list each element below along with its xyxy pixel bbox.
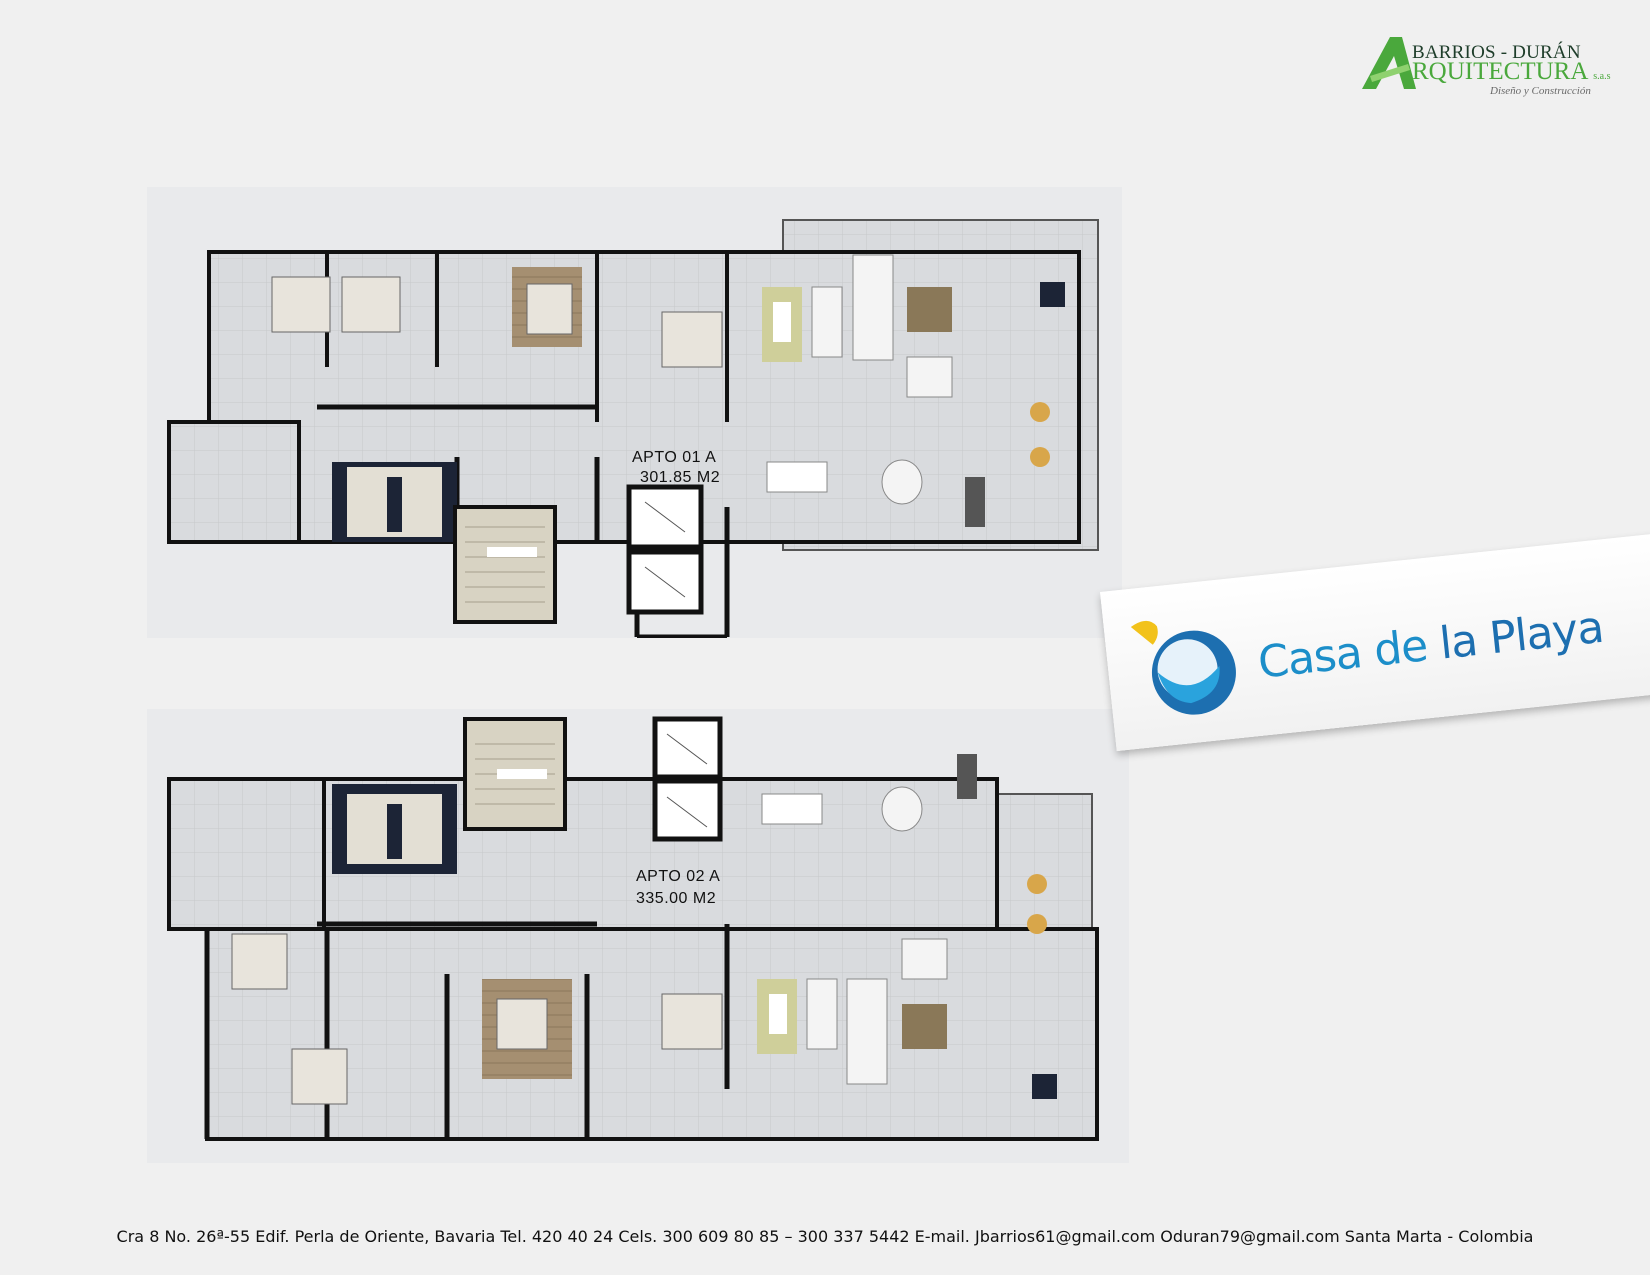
floor-plan-apto-01 bbox=[147, 187, 1122, 638]
unit-label-apto-01: APTO 01 A 301.85 M2 bbox=[632, 448, 720, 488]
unit-name: APTO 02 A bbox=[636, 868, 721, 885]
contact-footer: Cra 8 No. 26ª-55 Edif. Perla de Oriente,… bbox=[116, 1227, 1534, 1246]
floor-plan-drawing-1 bbox=[167, 219, 1099, 638]
brand-part-playa: la Playa bbox=[1437, 601, 1606, 670]
drop-circle-icon bbox=[1130, 620, 1236, 715]
logo-a-icon bbox=[1362, 37, 1416, 89]
company-suffix: s.a.s bbox=[1593, 71, 1611, 82]
company-name-line2: RQUITECTURA s.a.s bbox=[1412, 58, 1610, 86]
company-tagline: Diseño y Construcción bbox=[1490, 85, 1591, 97]
project-brand: Casa de la Playa bbox=[1256, 602, 1606, 689]
project-banner: Casa de la Playa bbox=[1100, 533, 1650, 752]
company-logo: BARRIOS - DURÁN RQUITECTURA s.a.s Diseño… bbox=[1360, 34, 1620, 104]
floor-plan-drawing-2 bbox=[167, 716, 1099, 1141]
unit-label-apto-02: APTO 02 A 335.00 M2 bbox=[636, 866, 720, 910]
floor-plan-apto-02 bbox=[147, 709, 1129, 1163]
unit-name: APTO 01 A bbox=[632, 449, 717, 466]
company-name-main: RQUITECTURA bbox=[1412, 58, 1587, 85]
unit-area: 335.00 M2 bbox=[636, 890, 717, 907]
brand-part-casa: Casa de bbox=[1255, 618, 1443, 689]
company-name-line1: BARRIOS - DURÁN bbox=[1412, 42, 1581, 63]
unit-area: 301.85 M2 bbox=[640, 469, 721, 486]
